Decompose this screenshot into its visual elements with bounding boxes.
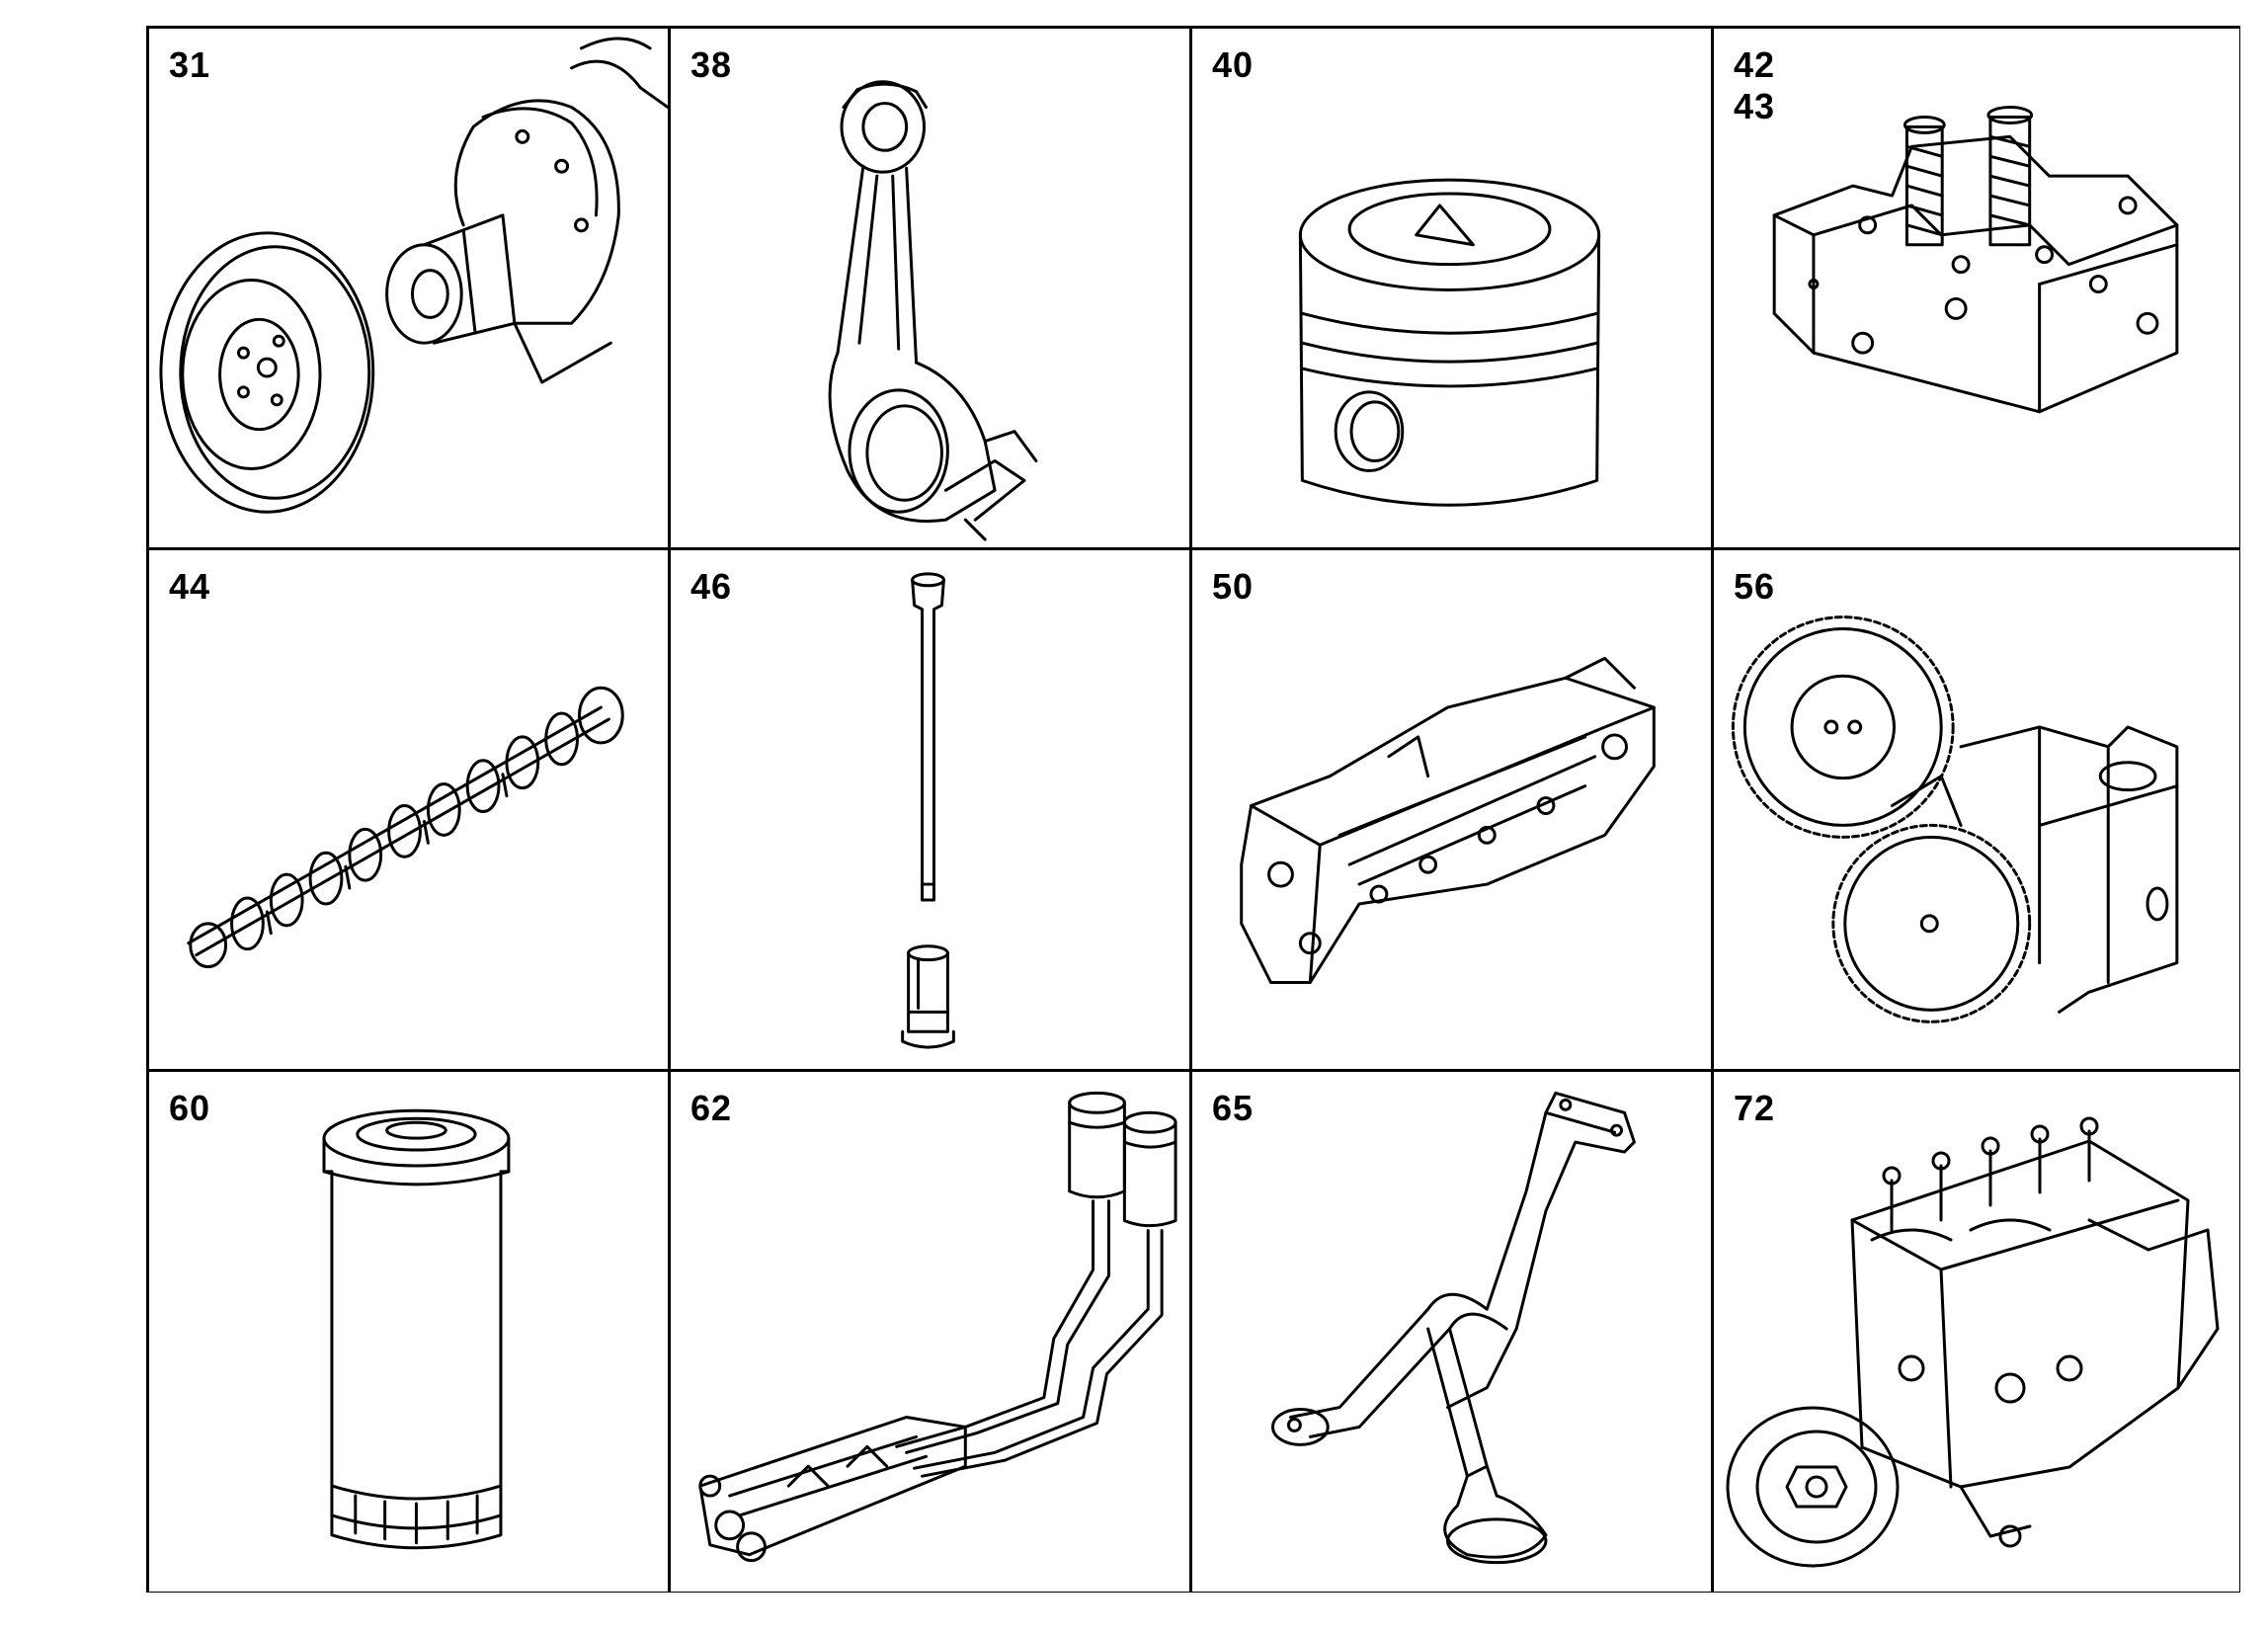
part-number-label: 44 xyxy=(169,566,211,607)
part-cell-62: 62 xyxy=(671,1072,1192,1592)
camshaft-icon xyxy=(187,686,624,969)
part-number-label: 40 xyxy=(1212,44,1255,85)
part-number-label: 42 43 xyxy=(1734,44,1776,126)
oil-suction-pipe-icon xyxy=(1271,1091,1636,1565)
part-cell-50: 50 xyxy=(1192,550,1714,1072)
part-number-label: 60 xyxy=(169,1088,211,1128)
part-cell-31: 31 xyxy=(149,29,671,550)
piston-icon xyxy=(1298,178,1601,507)
crankshaft-pulley-icon xyxy=(159,37,668,514)
part-number-label: 72 xyxy=(1734,1088,1776,1128)
part-cell-38: 38 xyxy=(671,29,1192,550)
part-cell-42-43: 42 43 xyxy=(1714,29,2239,550)
part-cell-56: 56 xyxy=(1714,550,2239,1072)
part-number-label: 65 xyxy=(1212,1088,1255,1128)
part-cell-65: 65 xyxy=(1192,1072,1714,1592)
push-rod-tappet-icon xyxy=(901,572,955,1049)
part-cell-60: 60 xyxy=(149,1072,671,1592)
part-number-label: 62 xyxy=(690,1088,733,1128)
connecting-rod-icon xyxy=(828,80,1038,541)
oil-filter-icon xyxy=(322,1108,511,1550)
part-cell-72: 72 xyxy=(1714,1072,2239,1592)
part-number-label: 31 xyxy=(169,44,211,85)
part-number-label: 46 xyxy=(690,566,733,607)
cylinder-head-icon xyxy=(1772,106,2179,414)
part-number-label: 50 xyxy=(1212,566,1255,607)
oil-pump-gears-icon xyxy=(1731,615,2179,1023)
part-cell-46: 46 xyxy=(671,550,1192,1072)
part-number-label: 38 xyxy=(690,44,733,85)
filter-assembly-lines-icon xyxy=(698,1091,1177,1563)
part-cell-44: 44 xyxy=(149,550,671,1072)
oil-cooler-icon xyxy=(1240,656,1656,984)
injection-pump-icon xyxy=(1726,1116,2220,1568)
part-cell-40: 40 xyxy=(1192,29,1714,550)
part-number-label: 56 xyxy=(1734,566,1776,607)
parts-grid: 31 xyxy=(146,26,2240,1593)
